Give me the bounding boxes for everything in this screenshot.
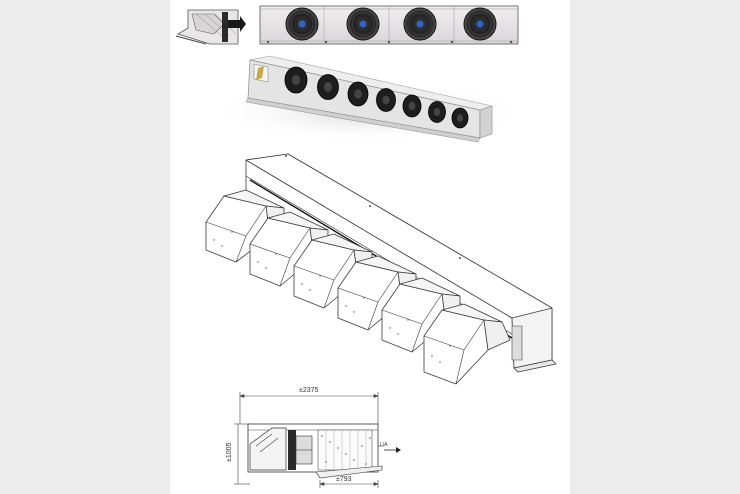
hood-6 xyxy=(423,303,511,385)
dimensioned-side-drawing xyxy=(234,392,401,488)
front-view-fans xyxy=(259,5,519,45)
fan-4-icon xyxy=(463,7,497,41)
perspective-render xyxy=(210,55,530,143)
isometric-line-drawing xyxy=(205,153,557,385)
length-dimension-label: ±2375 xyxy=(299,387,319,394)
side-view-thumbnail xyxy=(175,9,246,45)
fan-3-icon xyxy=(403,7,437,41)
depth-dimension-label: ±793 xyxy=(336,476,352,483)
airflow-label: L/A xyxy=(380,442,388,448)
fan-2-icon xyxy=(346,7,380,41)
height-dimension-label: ±1005 xyxy=(226,442,233,462)
airflow-arrow-icon xyxy=(396,447,401,453)
fan-1-icon xyxy=(285,7,319,41)
